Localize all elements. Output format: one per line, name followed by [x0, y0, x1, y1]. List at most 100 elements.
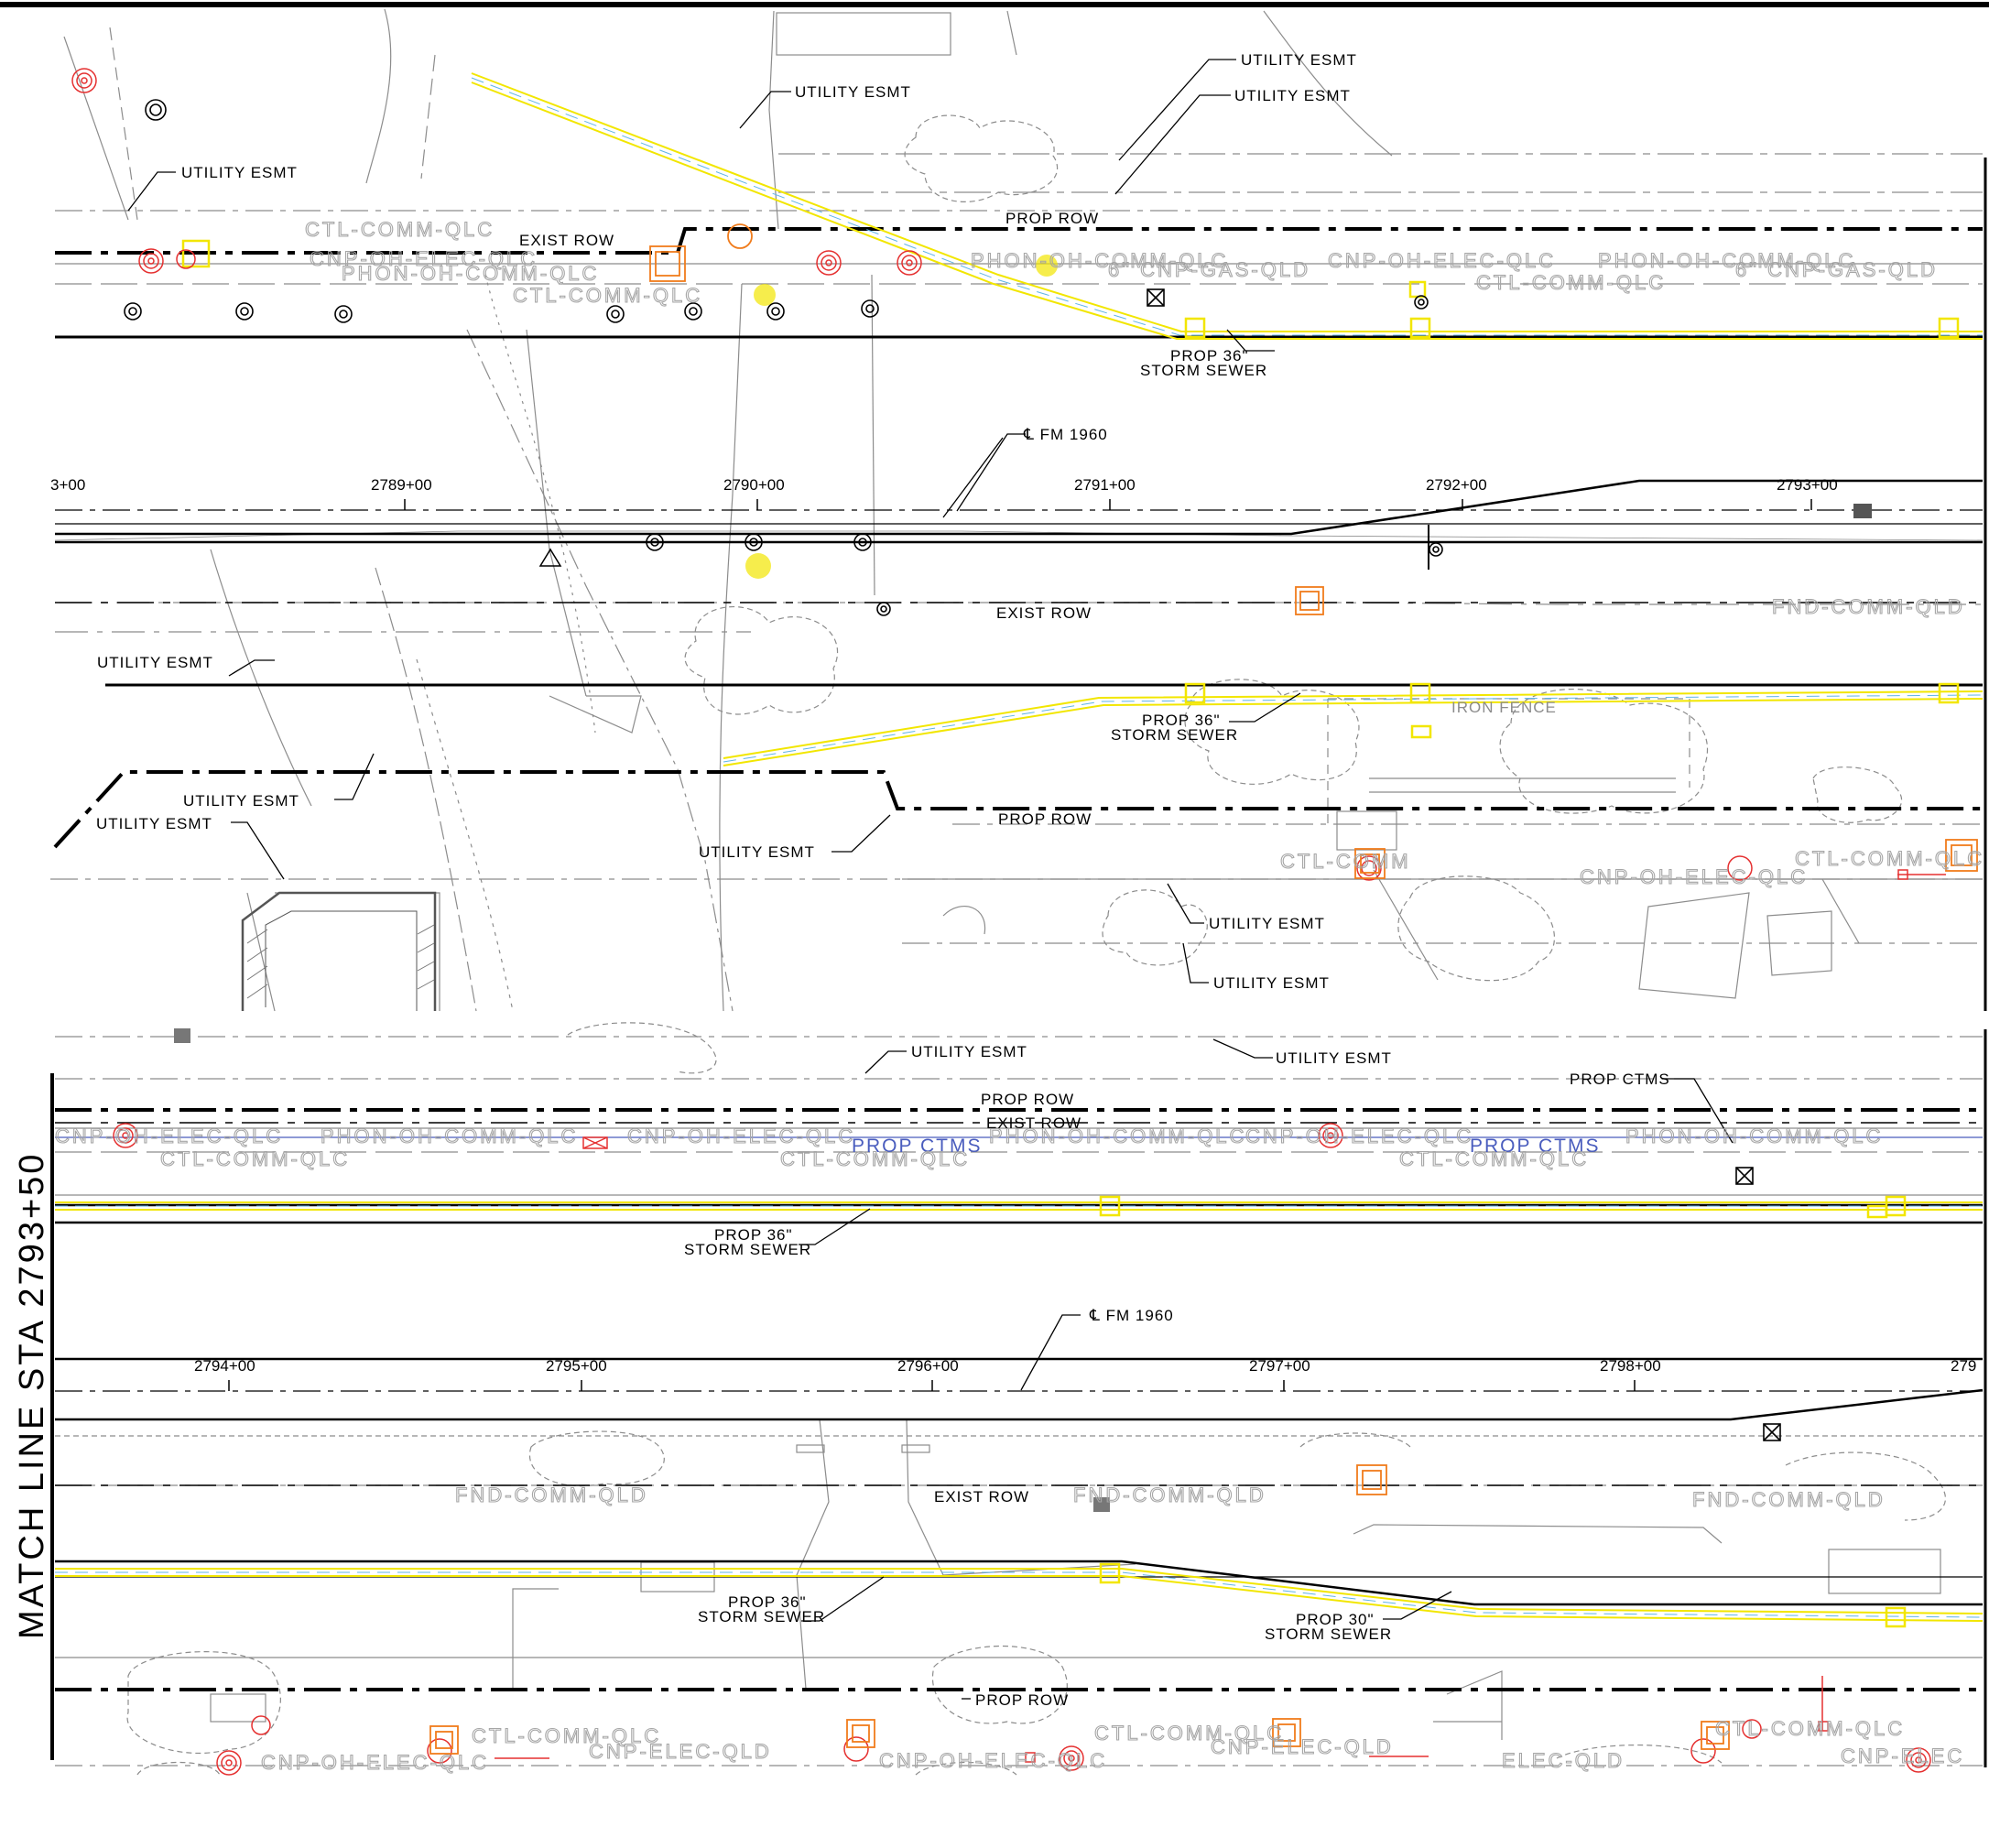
lower-ghost-label-2: CTL-COMM-QLC	[160, 1147, 350, 1170]
upper-ghost-label-6: 6" CNP-GAS-QLD	[1108, 258, 1310, 281]
upper-station-ticks	[404, 499, 1812, 510]
lower-station-label-2: 2796+00	[897, 1357, 959, 1375]
survey-marker-icon	[1853, 504, 1872, 518]
control-point-icon	[538, 548, 562, 567]
upper-prop-row	[55, 227, 1983, 255]
upper-station-label-0: 3+00	[50, 476, 85, 494]
upper-ghost-label-11: FND-COMM-QLD	[1772, 595, 1965, 618]
upper-station-label-2: 2790+00	[723, 476, 785, 494]
upper-plan-view: UTILITY ESMT UTILITY ESMT UTILITY ESMT U…	[50, 8, 1984, 1012]
lower-ghost-label-3: PHON-OH-COMM-QLC	[321, 1125, 578, 1147]
lower-prop-ctms-text-1: PROP CTMS	[852, 1136, 982, 1157]
upper-prop-row-south	[53, 770, 1983, 849]
lower-exist-row-mid-label: EXIST ROW	[934, 1488, 1029, 1506]
upper-red-marker	[1897, 869, 1908, 880]
upper-utility-esmt-label-8: UTILITY ESMT	[699, 843, 815, 861]
upper-iron-fence-label: IRON FENCE	[1451, 699, 1557, 716]
upper-leaders	[127, 59, 1301, 984]
upper-station-label-5: 2793+00	[1777, 476, 1838, 494]
valve-box-icon	[1735, 1167, 1781, 1441]
upper-storm-sewer-label-line1: PROP 36"	[1170, 347, 1249, 364]
survey-marker-icon	[1093, 1497, 1110, 1512]
lower-ghost-label-18: CNP-OH-ELEC-QLC	[879, 1749, 1107, 1772]
upper-ghost-label-3: PHON-OH-COMM-QLC	[342, 262, 599, 285]
lower-ghost-label-4: CNP-OH-ELEC-QLC	[627, 1125, 855, 1147]
upper-storm-sewer2-label-line2: STORM SEWER	[1111, 726, 1238, 744]
lower-ghost-label-19: CTL-COMM-QLC	[1715, 1717, 1905, 1740]
telephone-box-icon	[429, 1464, 1730, 1755]
lower-road-edge-south	[55, 1560, 1983, 1606]
lower-ghost-label-10: FND-COMM-QLD	[455, 1484, 648, 1506]
lower-ghost-label-20: CNP-ELEC	[1841, 1745, 1964, 1767]
lower-ghost-label-16: CTL-COMM-QLC	[1094, 1722, 1284, 1745]
upper-existing-features	[50, 8, 1984, 1012]
lower-ghost-label-7: CNP-OH-ELEC-QLC	[1245, 1125, 1473, 1147]
upper-utility-esmt-label-10: UTILITY ESMT	[1213, 974, 1330, 992]
upper-utility-symbols	[71, 68, 1978, 881]
match-line-label: MATCH LINE STA 2793+50	[13, 1152, 51, 1639]
upper-storm-sewer	[181, 72, 1984, 766]
lower-storm-sewer3-label-line2: STORM SEWER	[1265, 1625, 1392, 1643]
lower-ghost-label-15: CNP-OH-ELEC-QLC	[261, 1751, 489, 1774]
upper-station-labels: 3+00 2789+00 2790+00 2791+00 2792+00 279…	[50, 476, 1838, 494]
upper-station-label-3: 2791+00	[1074, 476, 1136, 494]
upper-ghost-label-2: CNP-OH-ELEC-QLC	[310, 247, 538, 270]
upper-utility-esmt-label-4: UTILITY ESMT	[181, 164, 298, 181]
lower-utility-esmt-label-2: UTILITY ESMT	[1276, 1049, 1392, 1067]
lower-ghost-label-21: ELEC-QLD	[1502, 1749, 1625, 1772]
upper-ghost-label-4: CTL-COMM-QLC	[513, 284, 702, 307]
upper-ghost-label-9: 6" CNP-GAS-QLD	[1735, 258, 1938, 281]
lower-plan-view: UTILITY ESMT UTILITY ESMT PROP ROW EXIST…	[54, 1022, 1984, 1776]
upper-exist-row-mid-label: EXIST ROW	[996, 604, 1092, 622]
lower-storm-sewer2-label-line2: STORM SEWER	[698, 1608, 825, 1625]
power-pole-icon	[113, 1123, 1931, 1776]
lower-station-label-0: 2794+00	[194, 1357, 255, 1375]
upper-centerline-label: ℄ FM 1960	[1023, 426, 1108, 443]
lower-prop-row-label: PROP ROW	[981, 1091, 1074, 1108]
lower-ghost-label-12: FND-COMM-QLD	[1692, 1488, 1886, 1511]
upper-station-label-4: 2792+00	[1426, 476, 1487, 494]
upper-utility-esmt-label-5: UTILITY ESMT	[97, 654, 213, 671]
manhole-icon	[124, 99, 1443, 616]
lower-station-label-3: 2797+00	[1249, 1357, 1310, 1375]
upper-ghost-label-12: CTL-COMM	[1280, 850, 1411, 873]
lower-storm-sewer	[55, 1195, 1984, 1628]
lower-ghost-label-17: CNP-ELEC-QLD	[1211, 1735, 1394, 1758]
upper-ghost-label-10: CTL-COMM-QLC	[1476, 271, 1666, 294]
upper-ghost-label-1: CTL-COMM-QLC	[305, 218, 495, 241]
lower-station-ticks	[228, 1380, 1636, 1391]
lower-ghost-label-8: CTL-COMM-QLC	[1399, 1147, 1589, 1170]
lower-utility-esmt-label-1: UTILITY ESMT	[911, 1043, 1027, 1060]
survey-marker-icon	[174, 1028, 190, 1043]
lower-station-label-5: 279	[1951, 1357, 1976, 1375]
upper-utility-esmt-label-9: UTILITY ESMT	[1209, 915, 1325, 932]
upper-building	[241, 891, 437, 1011]
upper-utility-esmt-label-1: UTILITY ESMT	[1241, 51, 1357, 69]
lower-ghost-label-9: PHON-OH-COMM-QLC	[1625, 1125, 1883, 1147]
upper-ghost-label-7: CNP-OH-ELEC-QLC	[1328, 249, 1556, 272]
lower-road-edge-centerline	[55, 1388, 1984, 1421]
lower-ghost-label-5: CTL-COMM-QLC	[780, 1147, 970, 1170]
lower-storm-sewer2-label-line1: PROP 36"	[728, 1593, 807, 1611]
upper-road-edge-centerline	[55, 479, 1983, 536]
lower-station-label-4: 2798+00	[1600, 1357, 1661, 1375]
lower-ghost-label-13: CTL-COMM-QLC	[472, 1724, 661, 1747]
lower-centerline-label: ℄ FM 1960	[1089, 1307, 1174, 1324]
upper-utility-esmt-label-6: UTILITY ESMT	[183, 792, 299, 810]
lower-ghost-label-6: PHON-OH-COMM-QLC	[989, 1125, 1246, 1147]
lower-prop-row-south-label: PROP ROW	[975, 1691, 1069, 1709]
lower-exist-row-label: EXIST ROW	[986, 1114, 1081, 1132]
upper-ghost-label-8: PHON-OH-COMM-QLC	[1598, 249, 1855, 272]
lower-leaders	[799, 1038, 1734, 1700]
upper-exist-row-label: EXIST ROW	[519, 232, 614, 249]
lower-prop-ctms-text-2: PROP CTMS	[1470, 1136, 1600, 1157]
upper-ghost-label-13: CNP-OH-ELEC-QLC	[1580, 865, 1808, 888]
lower-utility-symbols	[113, 1028, 1931, 1776]
upper-ghost-label-5: PHON-OH-COMM-QLC	[971, 249, 1228, 272]
upper-prop-row-south-label: PROP ROW	[998, 810, 1092, 828]
valve-box-icon	[1147, 288, 1165, 307]
lower-storm-sewer-label-line2: STORM SEWER	[684, 1241, 811, 1258]
lower-ghost-label-11: FND-COMM-QLD	[1073, 1484, 1266, 1506]
upper-ghost-label-14: CTL-COMM-QLC	[1795, 847, 1984, 870]
